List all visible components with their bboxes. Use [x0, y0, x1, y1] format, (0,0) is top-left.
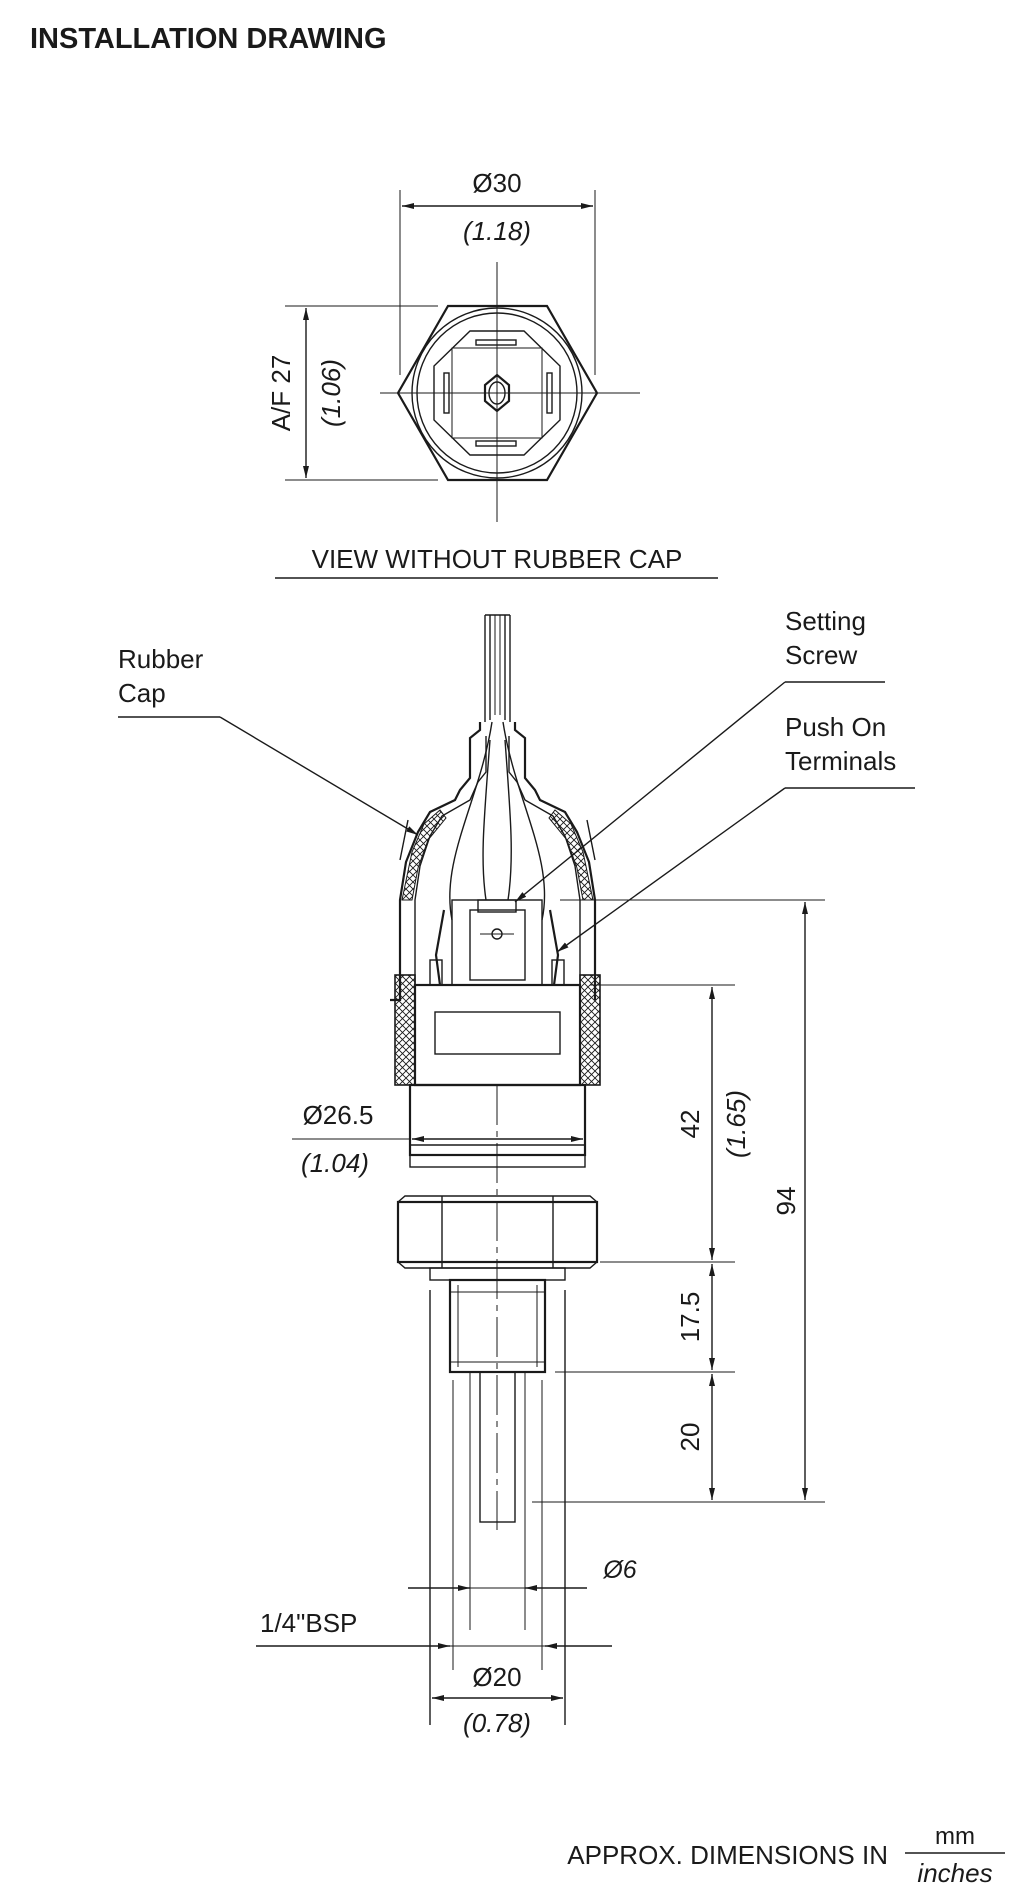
- setting-screw-label-line1: Setting: [785, 606, 866, 636]
- dim42-inch-label: (1.65): [721, 1090, 751, 1158]
- dim20-label: 20: [675, 1423, 705, 1452]
- cable: [484, 614, 511, 722]
- unit-mm: mm: [935, 1823, 975, 1850]
- dia30-label: Ø30: [472, 168, 521, 198]
- rubber-cap-leader: [219, 716, 419, 836]
- footer: APPROX. DIMENSIONS IN mm inches: [567, 1823, 1005, 1888]
- dia20-label: Ø20: [472, 1662, 521, 1692]
- bsp-label: 1/4"BSP: [260, 1608, 357, 1638]
- unit-inches: inches: [917, 1858, 992, 1888]
- side-view: Ø26.5 (1.04) 42 (1.65) 17.5 20 94 Ø6 1/4…: [118, 606, 915, 1738]
- switch-head: [413, 983, 582, 1087]
- dia20-inch-label: (0.78): [463, 1708, 531, 1738]
- terminals-label-line2: Terminals: [785, 746, 896, 776]
- drawing-title: INSTALLATION DRAWING: [30, 23, 387, 55]
- dim94-label: 94: [771, 1187, 801, 1216]
- terminals-label-line1: Push On: [785, 712, 886, 742]
- setting-screw-label-line2: Screw: [785, 640, 857, 670]
- dim17-label: 17.5: [675, 1292, 705, 1343]
- footer-prefix: APPROX. DIMENSIONS IN: [567, 1840, 888, 1870]
- dia26-inch-label: (1.04): [301, 1148, 369, 1178]
- dim42-label: 42: [675, 1110, 705, 1139]
- window: [434, 1011, 561, 1055]
- af27-inch-label: (1.06): [316, 359, 346, 427]
- rubber-cap: [390, 722, 597, 1002]
- top-view-caption: VIEW WITHOUT RUBBER CAP: [312, 544, 683, 574]
- rubber-cap-label-line2: Cap: [118, 678, 166, 708]
- dia26-label: Ø26.5: [303, 1100, 374, 1130]
- setting-screw-leader: [514, 681, 786, 903]
- rubber-cap-label-line1: Rubber: [118, 644, 204, 674]
- dia6-label: Ø6: [602, 1556, 636, 1584]
- dia30-inch-label: (1.18): [463, 216, 531, 246]
- terminals-leader: [556, 787, 786, 953]
- top-view: Ø30 (1.18) A/F 27 (1.06) VIEW WITHOUT RU…: [266, 168, 718, 579]
- af27-label: A/F 27: [266, 355, 296, 432]
